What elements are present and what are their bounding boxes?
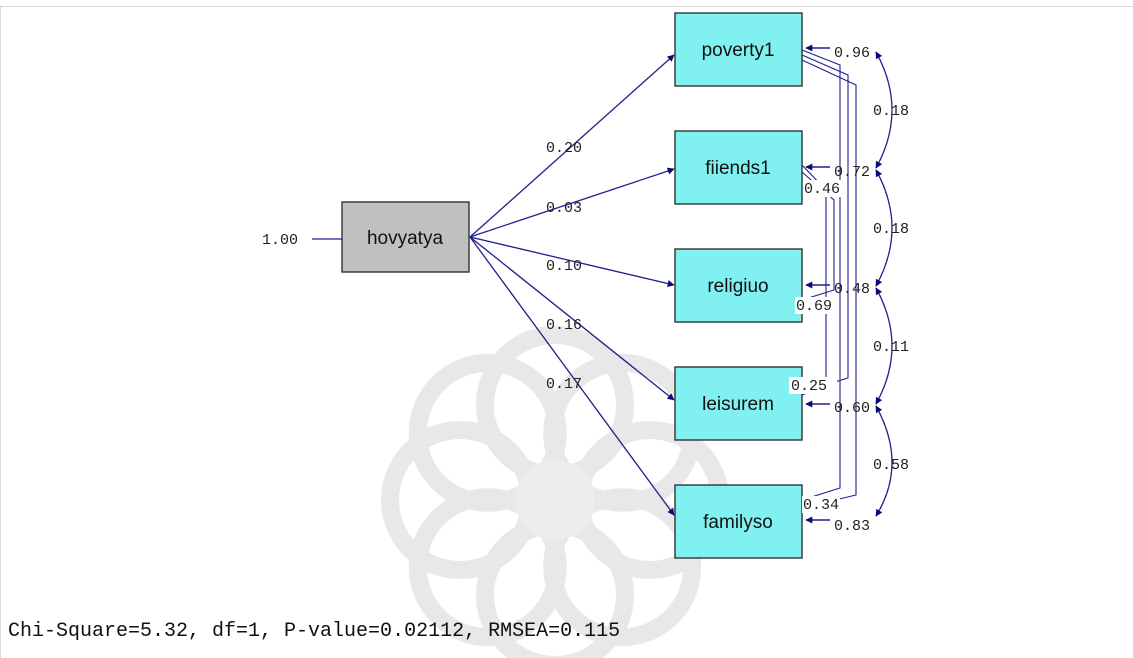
adjacent-covariance-arcs [875,51,893,517]
latent-variance-label: 1.00 [262,232,298,249]
path-to-familyso [469,236,675,516]
cov-poverty1-leisurem [801,54,849,393]
path-to-religiuo [469,236,675,287]
covariance-label: 0.46 [804,181,840,198]
arc-fiiends1-religiuo [875,169,893,287]
label-bg [795,297,833,314]
indicator-religiuo[interactable]: religiuo [674,248,803,323]
structural-paths [312,54,675,516]
label-bg [803,180,841,197]
cov-fiiends1-leisurem [801,164,827,396]
indicator-box[interactable] [674,248,803,323]
arc-leisurem-familyso [875,405,893,517]
error-variance-label: 0.48 [834,281,870,298]
indicator-box[interactable] [674,12,803,87]
long-covariance-paths [801,49,857,509]
indicator-label: fiiends1 [705,158,771,179]
indicator-fiiends1[interactable]: fiiends1 [674,130,803,205]
covariance-label: 0.58 [873,457,909,474]
indicator-label: familyso [703,512,773,533]
indicator-poverty1[interactable]: poverty1 [674,12,803,87]
covariance-label: 0.25 [791,378,827,395]
label-bg [789,377,837,394]
path-to-fiiends1 [469,167,675,238]
indicator-leisurem[interactable]: leisurem [674,366,803,441]
error-variance-label: 0.96 [834,45,870,62]
latent-box[interactable] [341,201,470,273]
indicator-label: poverty1 [702,40,775,61]
watermark-core [515,460,595,540]
loading-label: 0.17 [546,376,582,393]
covariance-label: 0.18 [873,103,909,120]
loading-label: 0.03 [546,200,582,217]
loading-label: 0.10 [546,258,582,275]
error-arrows [805,44,830,524]
fit-statistics: Chi-Square=5.32, df=1, P-value=0.02112, … [8,620,621,643]
indicator-familyso[interactable]: familyso [674,484,803,559]
error-variance-label: 0.83 [834,518,870,535]
indicator-box[interactable] [674,130,803,205]
covariance-label: 0.34 [803,497,839,514]
indicator-box[interactable] [674,484,803,559]
arc-poverty1-fiiends1 [875,51,893,169]
arc-religiuo-leisurem [875,287,893,405]
label-bg [802,496,840,513]
covariance-label: 0.18 [873,221,909,238]
path-to-poverty1 [469,54,675,238]
frame-top-border [0,6,1133,7]
path-to-leisurem [469,236,675,401]
covariance-label: 0.69 [796,298,832,315]
latent-label: hovyatya [367,228,443,249]
indicator-label: religiuo [707,276,768,297]
indicator-box[interactable] [674,366,803,441]
loading-label: 0.16 [546,317,582,334]
error-variance-label: 0.72 [834,164,870,181]
error-variance-label: 0.60 [834,400,870,417]
cov-poverty1-familyso [801,49,841,501]
frame-left-border [0,6,1,658]
indicator-label: leisurem [702,394,774,415]
loading-label: 0.20 [546,140,582,157]
covariance-label: 0.11 [873,339,909,356]
